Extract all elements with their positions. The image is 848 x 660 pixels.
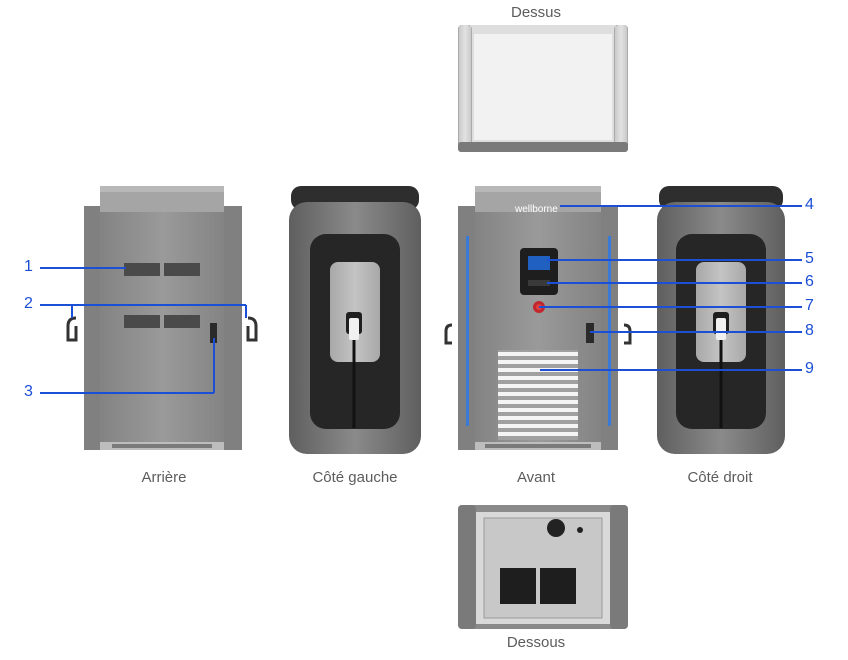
view-label-right-side: Côté droit: [687, 469, 753, 486]
callout-number-9: 9: [805, 360, 814, 377]
callout-lines: [40, 205, 802, 394]
callout-number-7: 7: [805, 297, 814, 314]
callout-number-5: 5: [805, 250, 814, 267]
view-label-left-side: Côté gauche: [312, 469, 398, 486]
callout-number-8: 8: [805, 322, 814, 339]
view-label-rear: Arrière: [141, 469, 187, 486]
callout-number-2: 2: [24, 295, 33, 312]
callout-number-1: 1: [24, 258, 33, 275]
view-label-front: Avant: [516, 469, 556, 486]
top-view: [458, 25, 628, 152]
view-label-bottom: Dessous: [506, 634, 566, 651]
front-view: wellborne: [444, 186, 632, 450]
view-label-top: Dessus: [510, 4, 562, 21]
front-grille: [498, 352, 578, 436]
callout-number-6: 6: [805, 273, 814, 290]
brand-logo: wellborne: [514, 204, 558, 215]
rear-view: [66, 186, 258, 450]
callout-number-4: 4: [805, 196, 814, 213]
callout-line-2: [40, 304, 247, 318]
callout-number-3: 3: [24, 383, 33, 400]
left-side-view: [289, 186, 421, 454]
bottom-view: [458, 505, 628, 629]
right-side-view: [657, 186, 785, 454]
